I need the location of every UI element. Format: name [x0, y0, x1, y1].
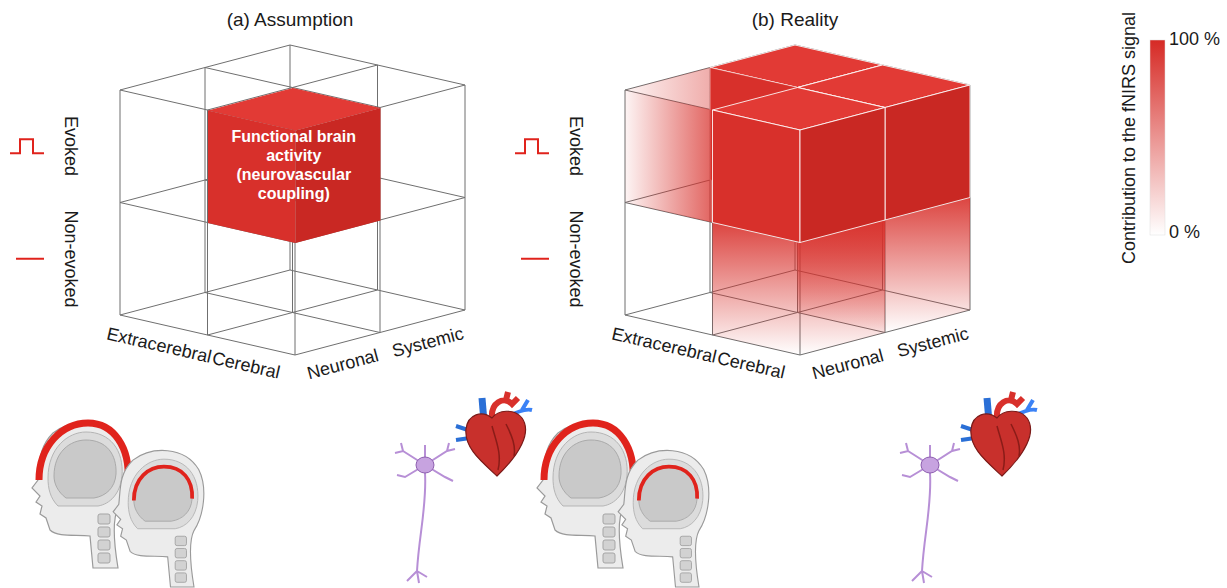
colour-bar-tick: 0 % [1169, 222, 1200, 244]
cube-reality [625, 45, 970, 355]
axis-label: Non-evoked [59, 210, 81, 307]
cube-face [625, 90, 713, 223]
head-outline [32, 423, 128, 568]
colour-bar [1150, 40, 1165, 235]
cube-face [800, 220, 885, 355]
cube-face [800, 108, 885, 243]
scalp-layer [39, 423, 128, 480]
contribution-cell [713, 88, 886, 243]
cube-assumption [120, 45, 465, 355]
neuron-soma [921, 457, 939, 473]
axis-label: Non-evoked [564, 210, 586, 307]
axis-label: Extracerebral [609, 324, 718, 369]
brain [54, 440, 116, 498]
colour-bar-tick: 100 % [1169, 29, 1220, 51]
flat-signal-icon [521, 258, 549, 260]
cube-grid-line [290, 270, 465, 310]
vertebra [98, 553, 110, 563]
skull [128, 459, 198, 529]
skull [633, 459, 703, 529]
neuron-soma [416, 457, 434, 473]
cerebral-layer [639, 467, 697, 501]
vertebra [98, 540, 110, 550]
neuron-branches [900, 443, 960, 583]
vertebra [603, 553, 615, 563]
vertebra [175, 548, 186, 557]
heart-part [997, 424, 1020, 470]
skull [48, 432, 122, 506]
colour-bar-title: Contribution to the fNIRS signal [1119, 12, 1141, 264]
axis-label: Evoked [564, 116, 586, 176]
brain [559, 440, 621, 498]
heart-icon [961, 392, 1037, 476]
flat-signal-icon [16, 258, 44, 260]
heart-part [492, 424, 515, 470]
brain [134, 467, 192, 522]
panel-title: (a) Assumption [227, 9, 354, 32]
cube-grid-line [465, 85, 466, 310]
vertebra [175, 561, 186, 570]
vertebra [680, 536, 691, 545]
vertebra [680, 573, 691, 582]
neuron-icon [900, 443, 960, 583]
cube-face [885, 85, 970, 220]
cerebral-layer [134, 467, 192, 501]
scalp-layer [544, 423, 633, 480]
cube-label: Functional brain activity (neurovascular… [230, 127, 358, 204]
brain-activity-cube: Functional brain activity (neurovascular… [208, 88, 381, 243]
cube-grid-line [290, 45, 465, 85]
vertebra [603, 514, 615, 524]
vertebra [680, 548, 691, 557]
axis-label: Systemic [390, 323, 466, 363]
vertebra [603, 527, 615, 537]
vertebra [175, 573, 186, 582]
axis-label: Systemic [895, 323, 971, 363]
axis-label: Neuronal [305, 345, 381, 385]
cube-face [713, 110, 801, 243]
axis-label: Neuronal [810, 345, 886, 385]
cube-face [713, 223, 801, 356]
cube-face [885, 198, 970, 333]
head-cerebral [113, 450, 204, 587]
heart-part [971, 411, 1031, 476]
vertebra [175, 536, 186, 545]
head-outline [537, 423, 633, 568]
vertebra [680, 561, 691, 570]
neuron-icon [395, 443, 455, 583]
evoked-pulse-icon [515, 139, 549, 153]
brain [639, 467, 697, 522]
axis-label: Evoked [59, 116, 81, 176]
vertebra [98, 527, 110, 537]
axis-label: Extracerebral [104, 324, 213, 369]
heart-part [466, 411, 526, 476]
cube-shape [208, 88, 381, 243]
vertebra [603, 540, 615, 550]
axis-label: Cerebral [210, 348, 282, 384]
evoked-pulse-icon [10, 139, 44, 153]
neuron-branches [395, 443, 455, 583]
head-extracerebral [537, 423, 633, 568]
head-cerebral [618, 450, 709, 587]
axis-label: Cerebral [715, 348, 787, 384]
skull [553, 432, 627, 506]
head-extracerebral [32, 423, 128, 568]
heart-icon [456, 392, 532, 476]
head-outline [618, 450, 709, 587]
panel-title: (b) Reality [752, 9, 839, 32]
head-outline [113, 450, 204, 587]
vertebra [98, 514, 110, 524]
